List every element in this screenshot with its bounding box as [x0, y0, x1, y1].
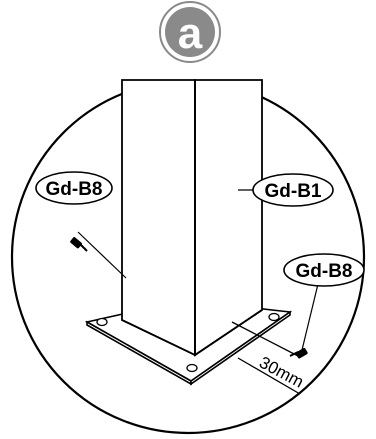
callout-right-screw-label: Gd-B8	[296, 261, 353, 282]
bolt-hole	[268, 312, 280, 322]
callout-post-label: Gd-B1	[265, 181, 322, 202]
square-post	[121, 79, 263, 357]
dimension-30mm	[231, 321, 301, 395]
right-screw	[289, 283, 319, 359]
callout-right-screw: Gd-B8	[283, 253, 365, 287]
bolt-hole	[96, 317, 108, 327]
callout-left-screw-label: Gd-B8	[46, 179, 103, 200]
bolt-hole	[186, 363, 198, 373]
callout-post: Gd-B1	[252, 173, 334, 207]
step-badge: a	[159, 1, 221, 63]
left-screw	[70, 231, 127, 279]
step-badge-letter: a	[178, 9, 203, 58]
callout-left-screw: Gd-B8	[35, 171, 113, 205]
